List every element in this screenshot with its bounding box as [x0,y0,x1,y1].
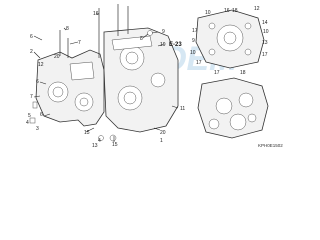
callout: 6 [36,79,39,85]
crankcase-diagram: OEM [26,4,283,149]
callout: 15 [84,130,90,136]
reference-label: E-23 [169,42,182,48]
callout: 14 [262,20,268,26]
callout: 16 [93,11,99,17]
leader-lines [33,13,179,142]
callout: 17 [196,60,202,66]
callout: 13 [262,40,268,46]
callout: 3 [36,126,39,132]
callout: 19 [160,42,166,48]
left-crankcase [35,49,105,127]
callout: 10 [205,10,211,16]
callout: 6 [40,112,43,118]
part-code: KPH0E1502 [258,143,283,148]
right-crankcase [103,27,179,133]
callout: 20 [54,54,60,60]
stud-bolts [59,4,129,58]
callouts-left: 16 8 6 2 7 12 20 6 7 6 5 4 3 15 4 15 13 … [26,11,185,149]
small-parts [29,30,153,142]
callout: 20 [160,130,166,136]
callout: 17 [192,28,198,34]
callout: 1 [160,138,163,144]
callout: 2 [30,49,33,55]
callout: 18 [240,70,246,76]
callout: 9 [162,29,165,35]
callouts-right: 10 12 14 10 13 17 18 17 9 10 17 16 18 17 [190,6,269,76]
callout: 17 [214,70,220,76]
right-top-detail [195,9,265,69]
callout: 11 [180,106,185,112]
callout: 9 [192,38,195,44]
callout: 16 [224,8,230,14]
callout: 6 [30,34,33,40]
callout: 4 [98,138,101,144]
callout: 13 [92,143,98,149]
callout: 18 [232,8,238,14]
callout: 12 [38,62,44,68]
callout: 12 [254,6,260,12]
reference-e23: E-23 9 [151,29,182,48]
callout: 10 [263,29,269,35]
callout: 5 [28,113,31,119]
right-bottom-detail [197,77,269,139]
callout: 15 [112,142,118,148]
callout: 8 [66,26,69,32]
callout: 7 [30,94,33,100]
callout: 17 [262,52,268,58]
callout: 8 [140,36,143,42]
callout: 4 [26,120,29,126]
callout: 7 [78,40,81,46]
callout: 10 [190,50,196,56]
